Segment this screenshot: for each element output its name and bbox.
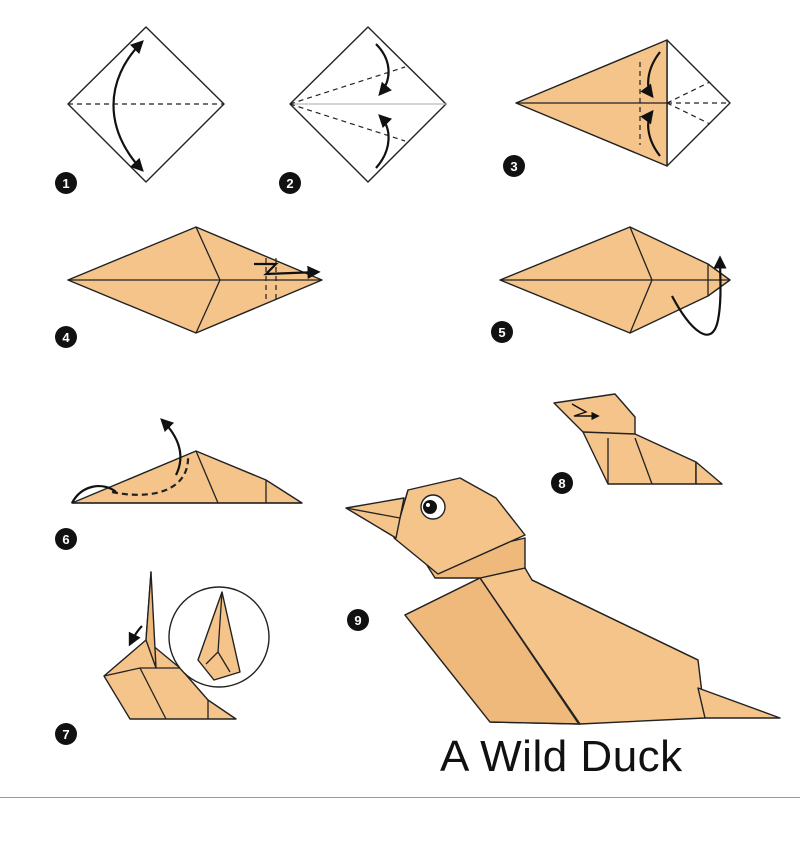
step-badge-1: 1 <box>55 172 77 194</box>
step-badge-2: 2 <box>279 172 301 194</box>
step-badge-4: 4 <box>55 326 77 348</box>
step-7-diagram <box>103 571 270 720</box>
step-3-diagram <box>515 39 731 167</box>
step-9-duck <box>345 477 781 725</box>
step-badge-5: 5 <box>491 321 513 343</box>
step-number-9: 9 <box>354 613 361 628</box>
step-number-3: 3 <box>510 159 517 174</box>
step-number-7: 7 <box>62 727 69 742</box>
diagram-title: A Wild Duck <box>440 732 683 781</box>
step-badge-3: 3 <box>503 155 525 177</box>
step-2-diagram <box>289 26 447 183</box>
step-5-diagram <box>499 226 731 336</box>
step-number-2: 2 <box>286 176 293 191</box>
duck-tail <box>697 687 781 719</box>
step-number-8: 8 <box>558 476 565 491</box>
step-badge-7: 7 <box>55 723 77 745</box>
step-number-5: 5 <box>498 325 505 340</box>
step-8-diagram <box>553 393 723 485</box>
step-1-diagram <box>67 26 225 183</box>
duck-chest <box>404 577 581 725</box>
duck-beak <box>345 497 405 539</box>
bottom-divider <box>0 797 800 798</box>
step-6-diagram <box>71 418 303 504</box>
step-badge-9: 9 <box>347 609 369 631</box>
step-4-diagram <box>67 226 323 334</box>
step-badge-6: 6 <box>55 528 77 550</box>
step-number-4: 4 <box>62 330 70 345</box>
step-badge-8: 8 <box>551 472 573 494</box>
step-number-6: 6 <box>62 532 69 547</box>
step-number-1: 1 <box>62 176 69 191</box>
